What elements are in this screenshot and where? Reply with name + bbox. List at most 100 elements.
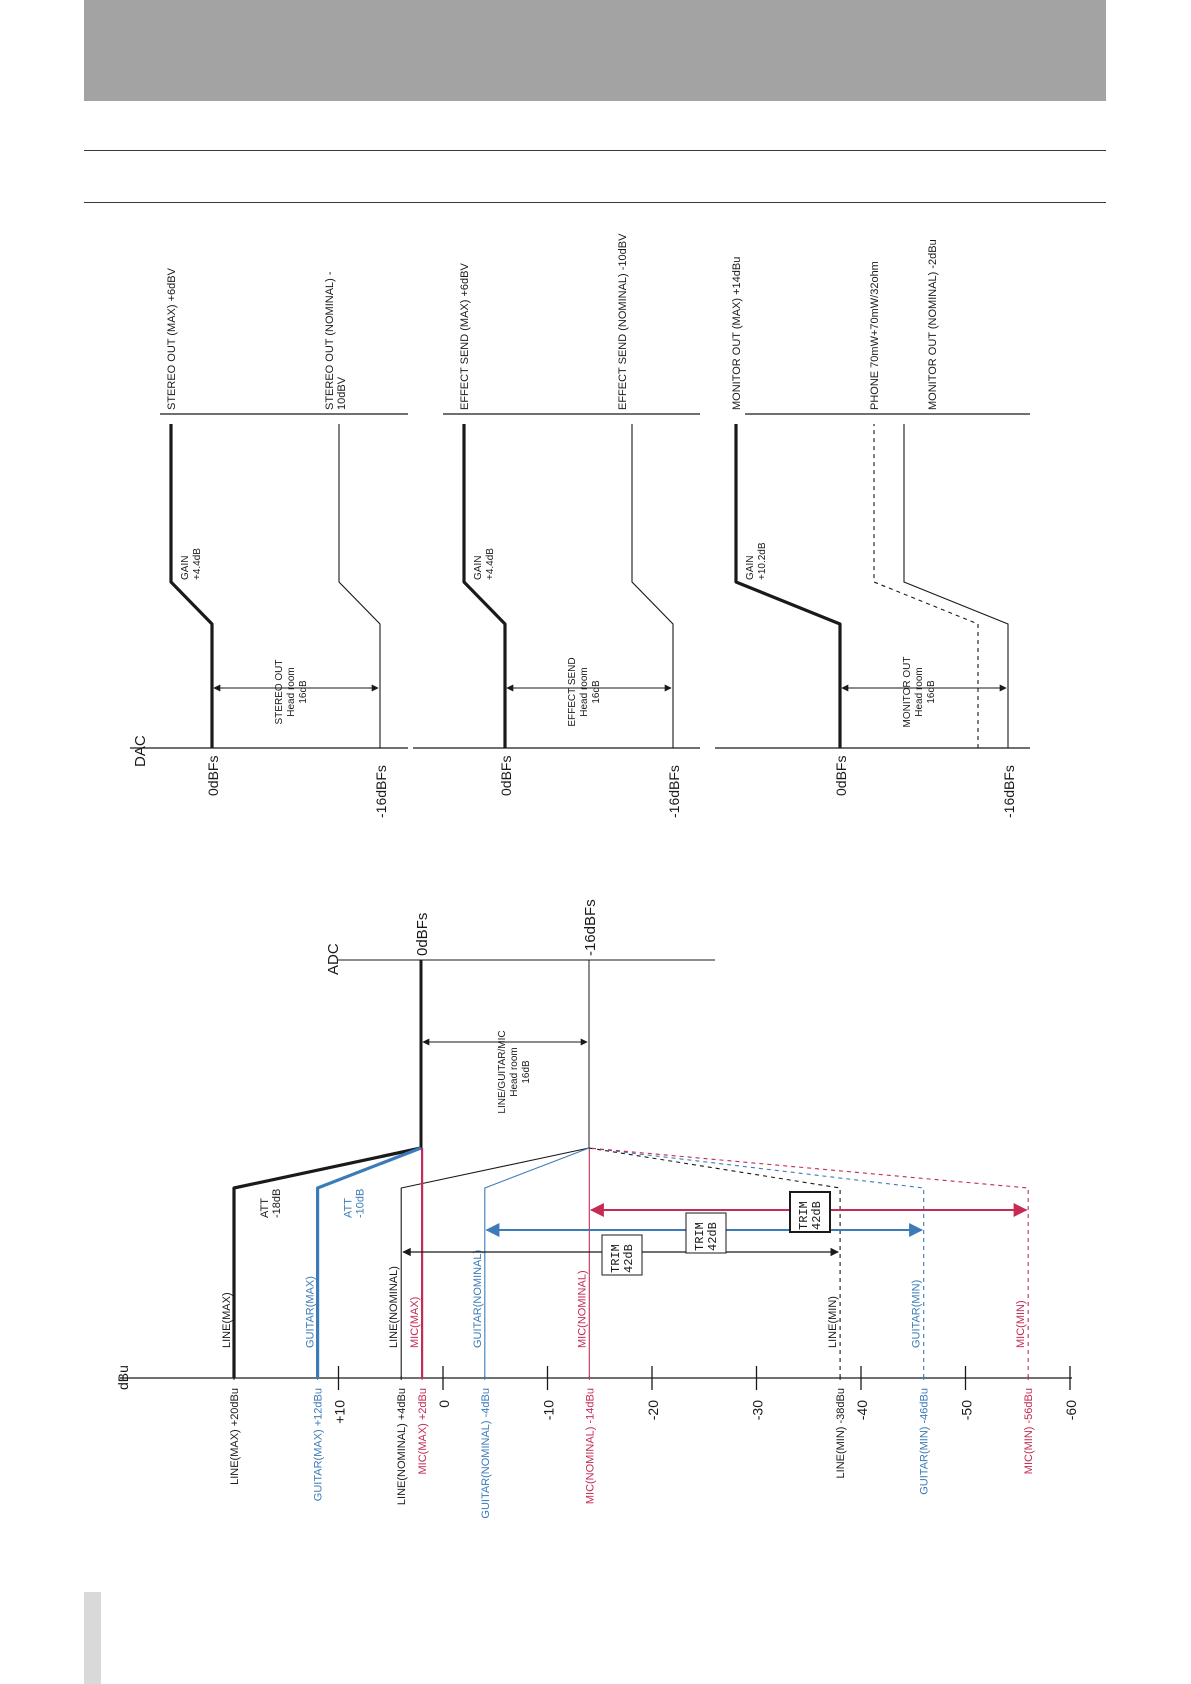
dac-max-path	[462, 424, 507, 748]
adc-headroom-label: LINE/GUITAR/MICHead room16dB	[497, 1030, 532, 1113]
dbu-tick-label-line: -20	[645, 1400, 661, 1420]
trim-arrows: TRIM42dB TRIM42dB TRIM42dB	[402, 1191, 1028, 1276]
dac-minus16-label-line: -16dBFs	[1001, 765, 1017, 818]
dac-headroom-label: EFFECT SENDHead room16dB	[567, 657, 602, 726]
dbu-tick-label: 0	[436, 1400, 452, 1408]
input-name-label: MIC(MIN)	[1015, 1300, 1027, 1348]
input-name-label: LINE(MAX)	[221, 1292, 233, 1348]
input-name-label: GUITAR(MIN)	[911, 1280, 923, 1348]
trim-box	[789, 1191, 831, 1233]
dac-nominal-output-label: MONITOR OUT (NOMINAL) -2dBu	[927, 239, 939, 410]
level-label-line: MIC(NOMINAL) -14dBu	[584, 1388, 596, 1504]
dac-minus16-label: -16dBFs	[666, 765, 682, 818]
adc-minus16dbfs-label: -16dBFs	[582, 899, 599, 956]
dbu-tick-label: -20	[645, 1400, 661, 1420]
input-name-label-line: MIC(MAX)	[409, 1297, 421, 1348]
level-label-line: MIC(MAX) +2dBu	[417, 1388, 429, 1475]
dac-nominal-output-label-line: MONITOR OUT (NOMINAL) -2dBu	[927, 239, 939, 410]
trim-label: TRIM42dB	[797, 1201, 824, 1230]
level-label: MIC(NOMINAL) -14dBu	[584, 1388, 596, 1504]
level-label-line: LINE(NOMINAL) +4dBu	[396, 1388, 408, 1505]
dac-gain-label-line: GAIN	[745, 556, 756, 580]
dac-max-output-label: MONITOR OUT (MAX) +14dBu	[731, 257, 743, 410]
dac-phone-label: PHONE 70mW+70mW/32ohm	[869, 261, 881, 410]
att-label-line: -10dB	[355, 1189, 367, 1218]
dac-gain-label-line: GAIN	[473, 556, 484, 580]
dac-gain-label: GAIN+4.4dB	[473, 548, 496, 580]
input-line	[588, 1147, 1029, 1378]
dbu-tick-label: -30	[750, 1400, 766, 1420]
dac-0dbfs-label: 0dBFs	[498, 756, 514, 796]
input-name-label-line: MIC(MIN)	[1015, 1300, 1027, 1348]
dac-minus16-label-line: -16dBFs	[666, 765, 682, 818]
dac-gain-label-line: +4.4dB	[485, 548, 496, 580]
dac-minus16-label: -16dBFs	[1001, 765, 1017, 818]
adc-headroom-line: 16dB	[521, 1060, 532, 1084]
dac-phone-label-line: PHONE 70mW+70mW/32ohm	[869, 261, 881, 410]
input-name-label-line: GUITAR(NOMINAL)	[472, 1250, 484, 1348]
dac-headroom-label-line: MONITOR OUT	[902, 657, 913, 728]
dac-nominal-output-label-line: STEREO OUT (NOMINAL) -	[324, 271, 336, 410]
trim-label: TRIM42dB	[609, 1244, 636, 1273]
adc-title: ADC	[325, 943, 342, 975]
dac-nominal-path	[338, 424, 381, 748]
att-label: ATT-10dB	[343, 1189, 367, 1218]
att-label-line: -18dB	[271, 1189, 283, 1218]
dac-nominal-output-label: STEREO OUT (NOMINAL) -10dBV	[324, 271, 348, 410]
dac-gain-label: GAIN+4.4dB	[180, 548, 203, 580]
dbu-tick-label-line: +10	[332, 1400, 348, 1424]
input-name-label: GUITAR(MAX)	[305, 1276, 317, 1348]
trim-label-line: TRIM	[693, 1222, 707, 1251]
dbu-tick-label-line: -10	[541, 1400, 557, 1420]
dac-title: DAC	[132, 735, 149, 767]
trim-label-line: TRIM	[609, 1244, 623, 1273]
dac-gain-label-line: +4.4dB	[192, 548, 203, 580]
header-band	[84, 0, 1106, 101]
trim-label-line: TRIM	[797, 1201, 811, 1230]
dac-0dbfs-label-line: 0dBFs	[833, 756, 849, 796]
dac-nominal-output-label-line: 10dBV	[336, 376, 348, 410]
dac-nominal-path	[631, 424, 674, 748]
dac-headroom-label-line: STEREO OUT	[274, 659, 285, 724]
dac-max-output-label-line: EFFECT SEND (MAX) +6dBV	[459, 263, 471, 410]
level-label-line: LINE(MIN) -38dBu	[835, 1388, 847, 1478]
header-rule-bottom	[84, 202, 1106, 203]
dac-minus16-label-line: -16dBFs	[373, 765, 389, 818]
page-edge-bar	[84, 1592, 101, 1684]
att-label: ATT-18dB	[259, 1189, 283, 1218]
input-line	[400, 1147, 590, 1378]
input-line	[316, 1146, 422, 1378]
adc-headroom-line: Head room	[509, 1047, 520, 1096]
dbu-tick-label-line: -30	[750, 1400, 766, 1420]
dac-gain-label: GAIN+10.2dB	[745, 542, 768, 580]
dac-phone-path	[873, 424, 979, 748]
dac-max-output-label-line: MONITOR OUT (MAX) +14dBu	[731, 257, 743, 410]
adc-0dbfs-label: 0dBFs	[414, 913, 431, 956]
dac-headroom-label-line: Head room	[914, 667, 925, 716]
dbu-tick-label-line: 0	[436, 1400, 452, 1408]
input-name-label: MIC(MAX)	[409, 1297, 421, 1348]
input-level-lines: LINE(MAX) ATT-18dB GUITAR(MAX) ATT-10dB LINE…	[221, 1146, 1029, 1378]
dac-gain-label-line: +10.2dB	[757, 542, 768, 580]
input-name-label-line: LINE(NOMINAL)	[388, 1266, 400, 1348]
dac-0dbfs-label: 0dBFs	[833, 756, 849, 796]
input-name-label-line: MIC(NOMINAL)	[576, 1270, 588, 1348]
dac-max-path	[734, 424, 842, 748]
dbu-tick-label: -60	[1063, 1400, 1079, 1420]
dbu-tick-label-line: -50	[959, 1400, 975, 1420]
dac-nominal-output-label: EFFECT SEND (NOMINAL) -10dBV	[617, 233, 629, 410]
level-label-line: GUITAR(MIN) -46dBu	[919, 1388, 931, 1495]
level-label-line: GUITAR(NOMINAL) -4dBu	[480, 1388, 492, 1519]
trim-box	[685, 1212, 727, 1254]
dac-nominal-path	[903, 424, 1009, 748]
header-rule-top	[84, 150, 1106, 151]
level-label-line: LINE(MAX) +20dBu	[229, 1388, 241, 1485]
dbu-tick-label: +10	[332, 1400, 348, 1424]
level-label: MIC(MAX) +2dBu	[417, 1388, 429, 1475]
dbu-tick-label-line: -40	[854, 1400, 870, 1420]
trim-label: TRIM42dB	[693, 1222, 720, 1251]
input-name-label-line: LINE(MIN)	[827, 1296, 839, 1348]
dac-headroom-label-line: Head room	[579, 667, 590, 716]
